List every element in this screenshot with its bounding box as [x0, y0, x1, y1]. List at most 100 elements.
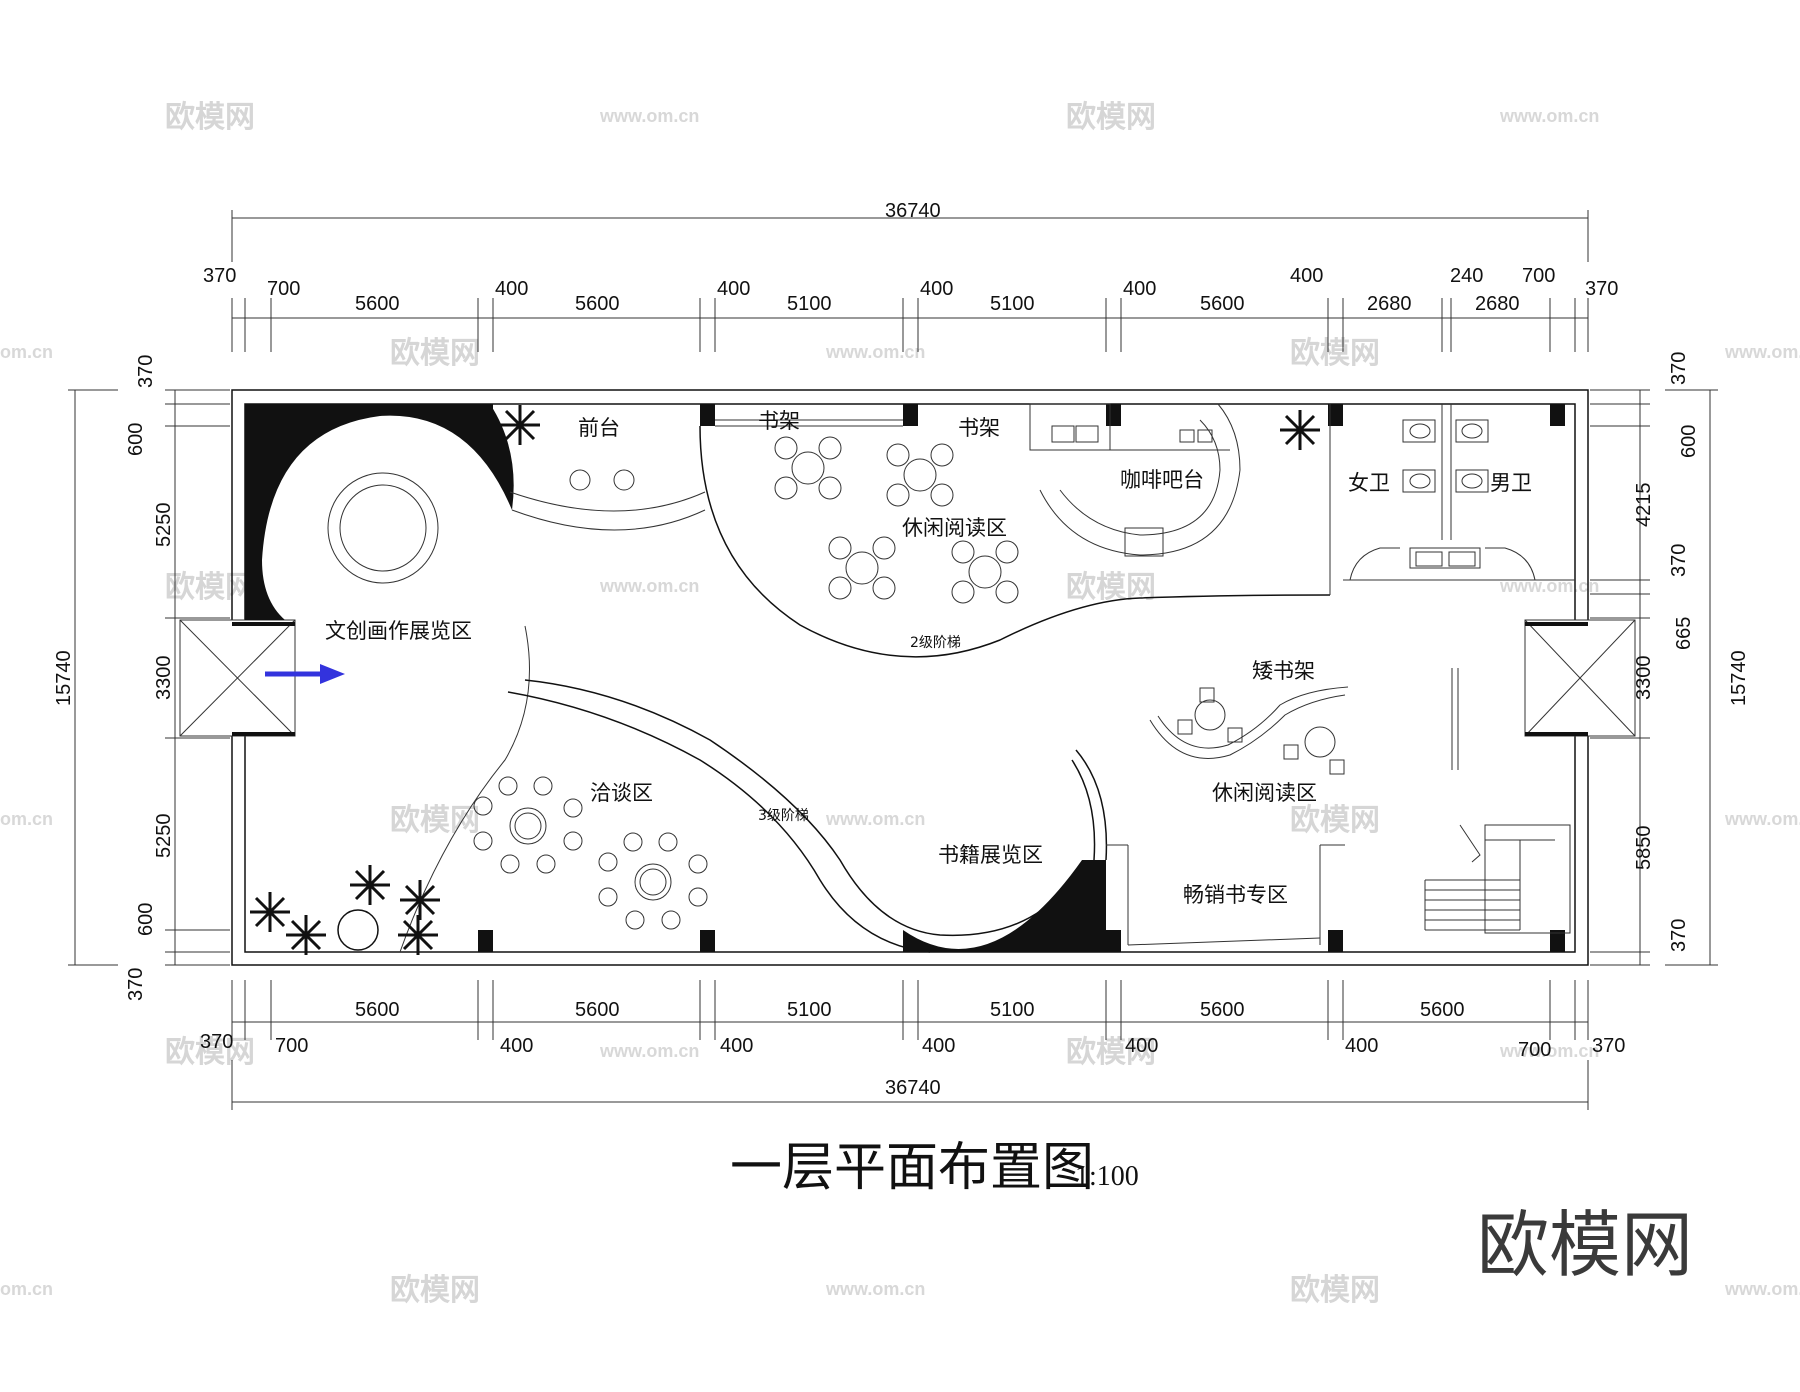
watermark-url: www.om.cn — [1724, 809, 1800, 829]
dim-bottom-8: 5100 — [990, 999, 1035, 1021]
label-low-shelf: 矮书架 — [1252, 659, 1315, 683]
watermark-layer: 欧模网 www.om.cn 欧模网 www.om.cn om.cn 欧模网 ww… — [0, 100, 1800, 1308]
watermark-url: www.om.cn — [1499, 106, 1599, 126]
dim-top-0: 370 — [203, 265, 236, 287]
watermark-text: 欧模网 — [390, 803, 480, 838]
coffee-bar — [1029, 403, 1241, 557]
label-stairs-3: 3级阶梯 — [758, 808, 809, 824]
brand-logo: 欧模网 — [1477, 1203, 1693, 1287]
dim-left-1: 600 — [125, 423, 147, 456]
dim-left-4: 5250 — [153, 814, 175, 859]
plant-icon — [250, 892, 290, 932]
dim-bottom-1: 700 — [275, 1035, 308, 1057]
label-creative-exhibit: 文创画作展览区 — [325, 619, 472, 643]
watermark-text: 欧模网 — [165, 570, 255, 605]
drawing-title: 一层平面布置图 1:100 — [730, 1138, 1139, 1198]
label-female-wc: 女卫 — [1348, 471, 1390, 495]
watermark-url: www.om.cn — [599, 1041, 699, 1061]
plant-icon — [286, 915, 326, 955]
right-entrance-door — [1524, 619, 1636, 737]
dim-bottom-5: 400 — [720, 1035, 753, 1057]
dim-bottom-6: 5100 — [787, 999, 832, 1021]
dim-right-0: 370 — [1668, 352, 1690, 385]
dim-left-3: 3300 — [153, 656, 175, 701]
watermark-url: www.om.cn — [1499, 576, 1599, 596]
watermark-url-partial: om.cn — [0, 342, 53, 362]
plant-icon — [350, 865, 390, 905]
watermark-text: 欧模网 — [1066, 1035, 1156, 1070]
label-stairs-2: 2级阶梯 — [910, 635, 961, 651]
upper-reading-platform — [699, 404, 1331, 658]
watermark-url: www.om.cn — [1499, 1041, 1599, 1061]
watermark-text: 欧模网 — [390, 1273, 480, 1308]
watermark-url-partial: om.cn — [0, 809, 53, 829]
reading-tables — [774, 436, 1019, 604]
dim-left-6: 370 — [125, 968, 147, 1001]
dim-bottom-9: 400 — [1125, 1035, 1158, 1057]
plant-icon — [400, 880, 440, 920]
dim-top-4: 5600 — [575, 293, 620, 315]
left-entrance-door — [179, 619, 296, 737]
dim-top-7: 400 — [920, 278, 953, 300]
dim-top-11: 400 — [1290, 265, 1323, 287]
dim-right-3: 370 — [1668, 544, 1690, 577]
dim-bottom-11: 400 — [1345, 1035, 1378, 1057]
entry-arrow — [265, 664, 345, 684]
dim-top-13: 240 — [1450, 265, 1483, 287]
watermark-url: www.om.cn — [825, 1279, 925, 1299]
label-bookshelf-2: 书架 — [958, 416, 1000, 440]
dim-left-total: 15740 — [53, 650, 75, 706]
watermark-url: www.om.cn — [599, 576, 699, 596]
watermark-url: www.om.cn — [1724, 342, 1800, 362]
label-male-wc: 男卫 — [1490, 471, 1532, 495]
reception-desk — [509, 469, 706, 531]
watermark-text: 欧模网 — [1066, 570, 1156, 605]
book-exhibit-wall — [903, 749, 1345, 952]
label-bookshelf-1: 书架 — [758, 409, 800, 433]
dim-right-2: 4215 — [1633, 483, 1655, 528]
dim-top-12: 2680 — [1367, 293, 1412, 315]
watermark-text: 欧模网 — [165, 100, 255, 135]
plant-icons — [250, 405, 1320, 955]
label-book-exhibit: 书籍展览区 — [938, 843, 1043, 867]
dim-bottom-2: 5600 — [355, 999, 400, 1021]
watermark-url: www.om.cn — [1724, 1279, 1800, 1299]
watermark-url: www.om.cn — [825, 809, 925, 829]
right-dimensions: 370 600 4215 370 665 3300 5850 370 15740 — [1590, 352, 1750, 966]
watermark-text: 欧模网 — [1290, 803, 1380, 838]
dim-right-total: 15740 — [1728, 650, 1750, 706]
outer-walls — [230, 389, 1590, 966]
room-labels: 前台 书架 书架 咖啡吧台 女卫 男卫 休闲阅读区 文创画作展览区 2级阶梯 矮… — [325, 409, 1532, 907]
dim-top-15: 700 — [1522, 265, 1555, 287]
dim-top-9: 400 — [1123, 278, 1156, 300]
bottom-dimensions: 370 700 5600 400 5600 400 5100 400 5100 … — [200, 980, 1625, 1110]
dim-bottom-10: 5600 — [1200, 999, 1245, 1021]
dim-total-top: 36740 — [885, 200, 941, 222]
dim-bottom-4: 5600 — [575, 999, 620, 1021]
dim-bottom-7: 400 — [922, 1035, 955, 1057]
dim-left-5: 600 — [135, 903, 157, 936]
shrub-icon — [337, 909, 379, 951]
watermark-text: 欧模网 — [1290, 336, 1380, 371]
plant-icon — [398, 915, 438, 955]
dim-top-14: 2680 — [1475, 293, 1520, 315]
plan-title: 一层平面布置图 — [730, 1138, 1094, 1198]
dim-top-2: 5600 — [355, 293, 400, 315]
watermark-text: 欧模网 — [1290, 1273, 1380, 1308]
dim-right-7: 370 — [1668, 919, 1690, 952]
dim-bottom-0: 370 — [200, 1031, 233, 1053]
dim-bottom-12: 5600 — [1420, 999, 1465, 1021]
label-leisure-reading-1: 休闲阅读区 — [902, 516, 1007, 540]
dim-top-6: 5100 — [787, 293, 832, 315]
lower-wave-platform — [507, 679, 1077, 953]
dim-right-5: 3300 — [1633, 656, 1655, 701]
watermark-url: www.om.cn — [599, 106, 699, 126]
dim-right-6: 5850 — [1633, 826, 1655, 871]
watermark-url-partial: om.cn — [0, 1279, 53, 1299]
low-shelf-area — [1149, 668, 1459, 775]
dim-top-8: 5100 — [990, 293, 1035, 315]
dim-top-5: 400 — [717, 278, 750, 300]
plan-scale: 1:100 — [1075, 1161, 1139, 1192]
dim-top-1: 700 — [267, 278, 300, 300]
dim-top-10: 5600 — [1200, 293, 1245, 315]
